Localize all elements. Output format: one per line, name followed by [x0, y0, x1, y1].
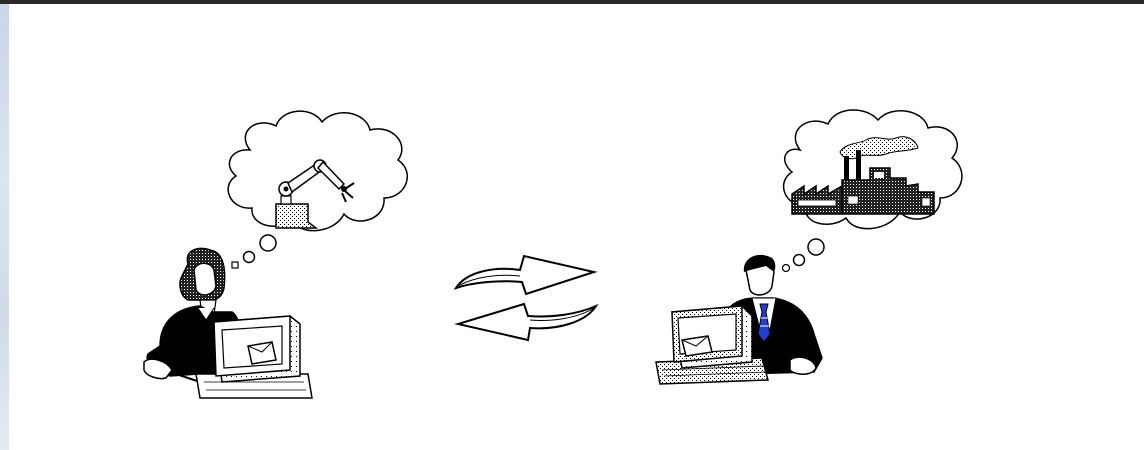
thought-bubble-small [231, 261, 239, 269]
computer-left [195, 315, 313, 399]
factory-icon [791, 136, 935, 215]
thought-bubble-large [259, 234, 277, 252]
thought-bubble-medium [242, 250, 256, 264]
robot-arm-icon [275, 159, 355, 229]
right-person-group [655, 109, 963, 385]
thought-bubble-large [807, 238, 825, 256]
arrow-right-icon [453, 254, 598, 296]
top-border [0, 0, 1144, 4]
thought-bubble-small [781, 263, 791, 273]
computer-right [655, 305, 769, 385]
left-edge-strip [0, 4, 9, 450]
thought-bubble-medium [792, 253, 806, 267]
left-person-group [143, 110, 409, 399]
exchange-arrows [453, 254, 599, 342]
arrow-left-icon [454, 302, 599, 342]
